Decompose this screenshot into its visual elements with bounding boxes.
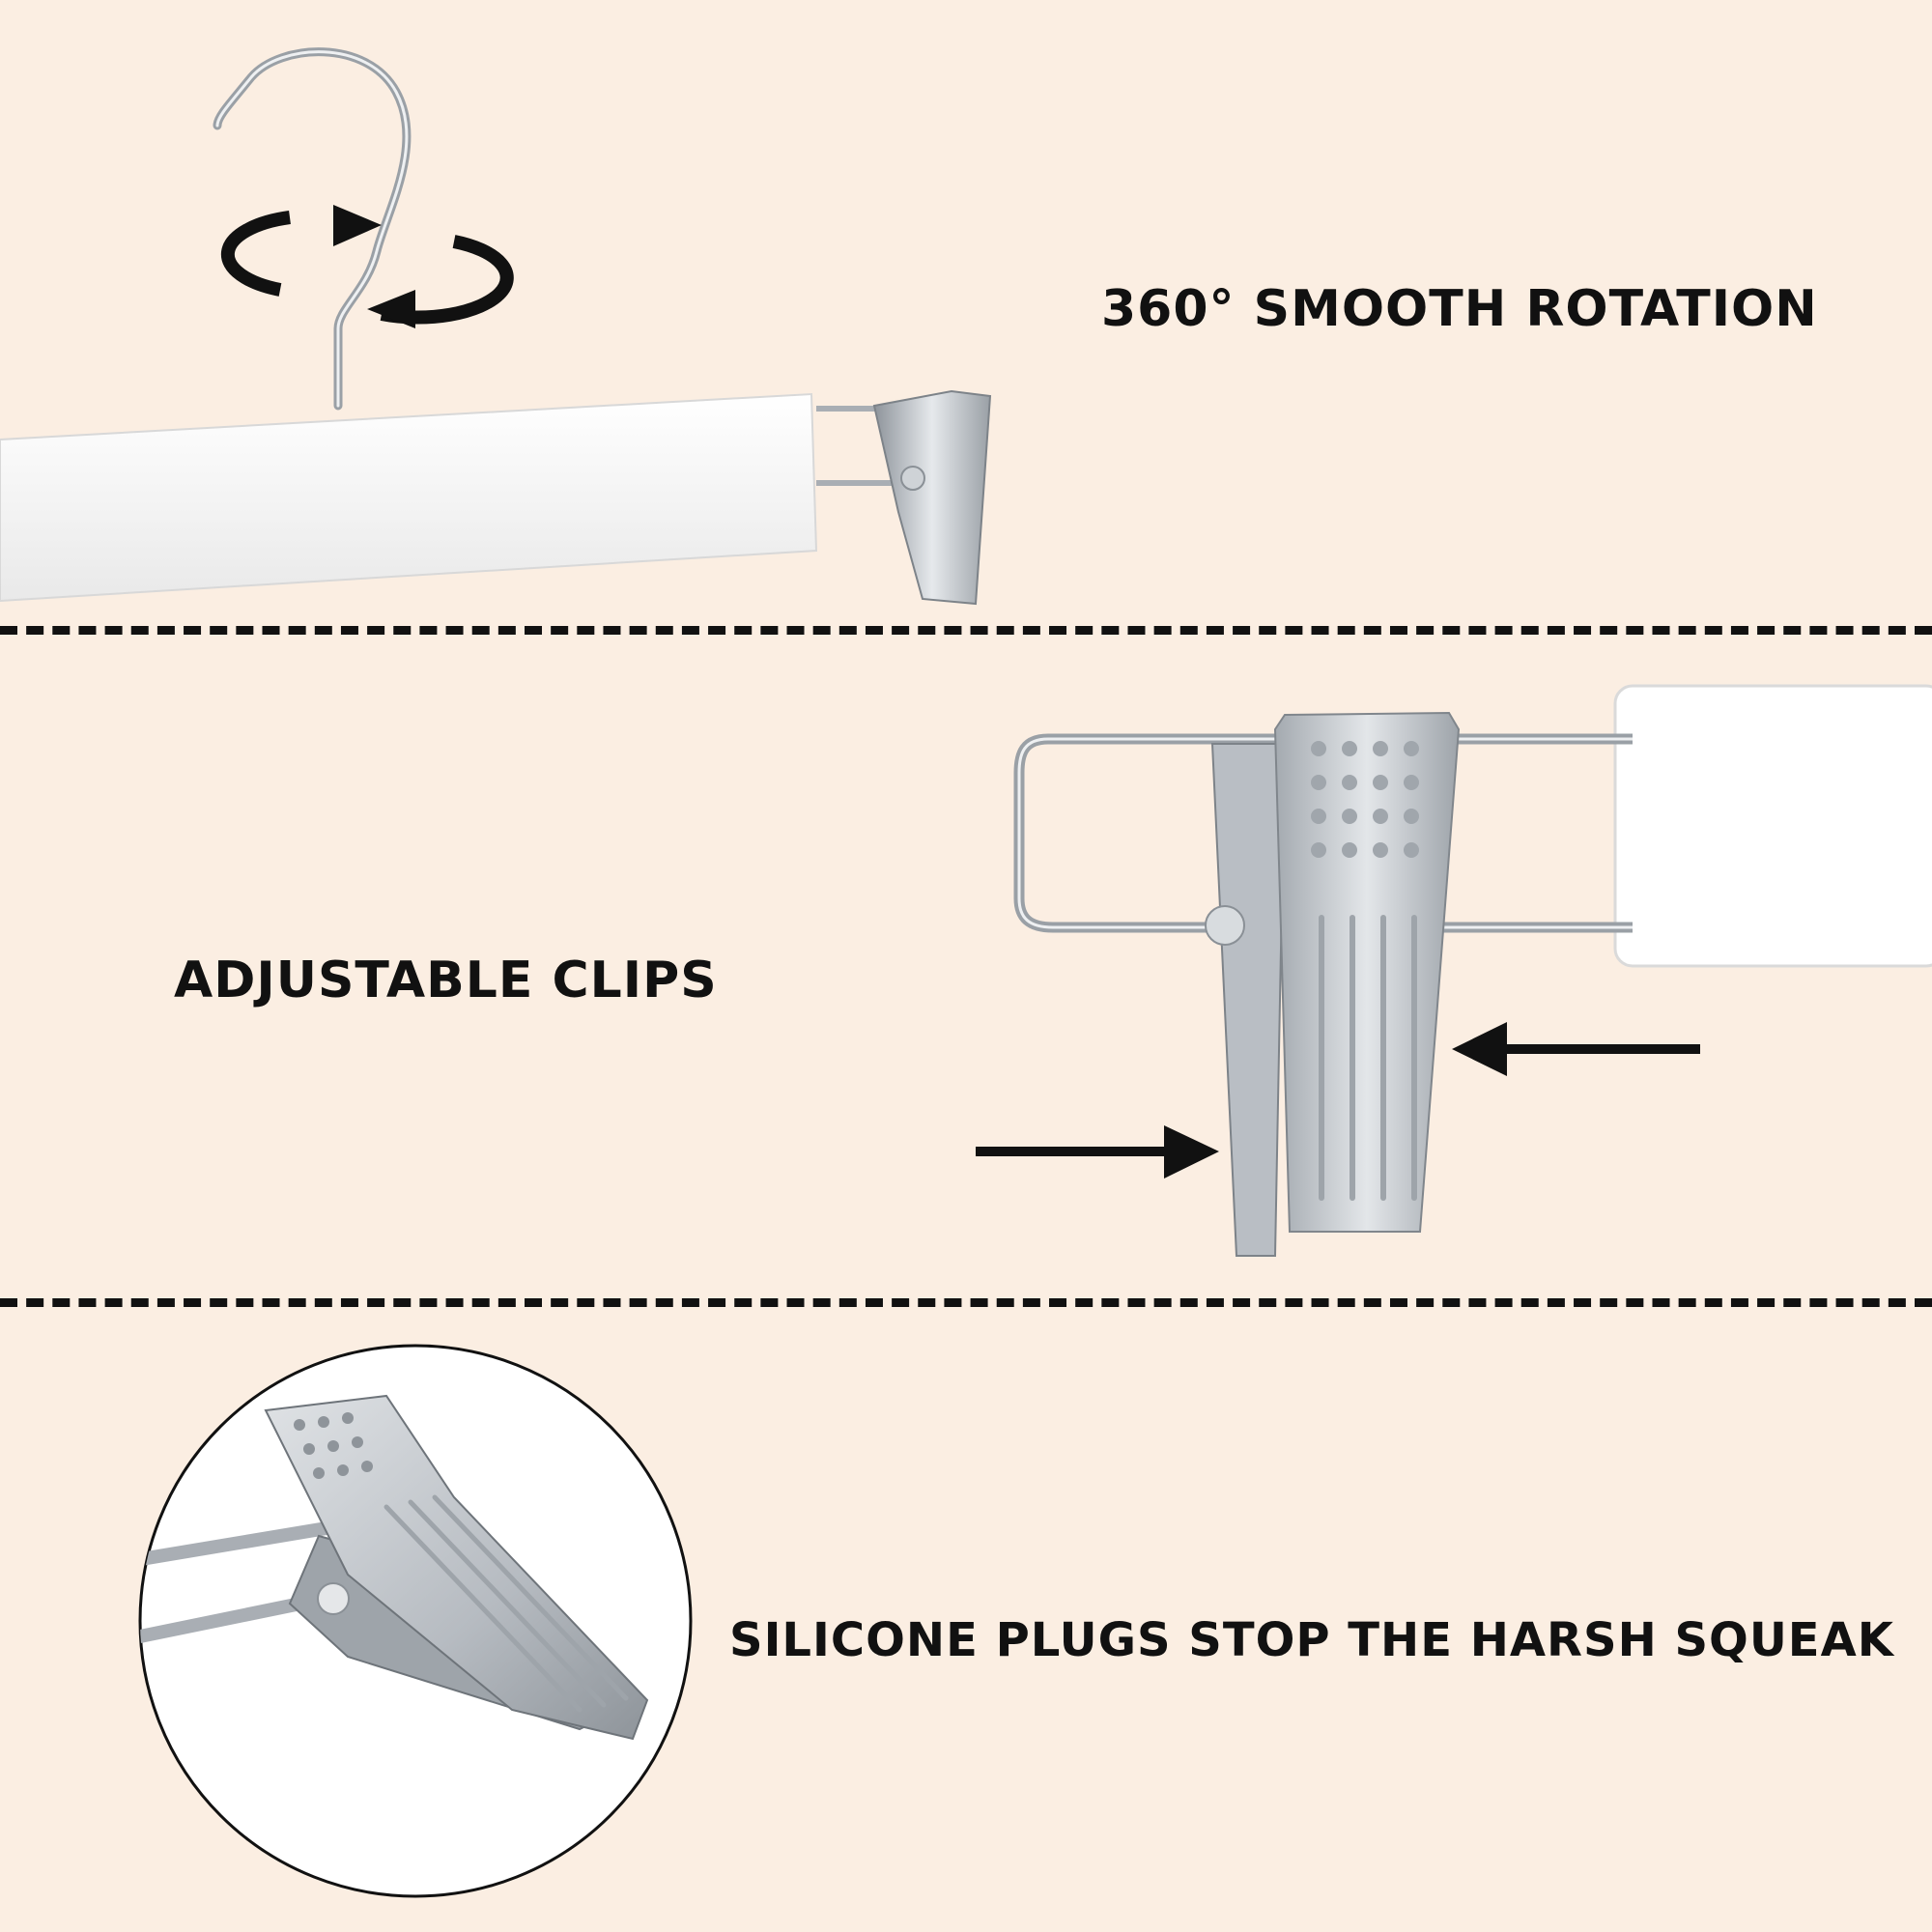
- clip-front: [1273, 711, 1461, 1233]
- plug-closeup-illustration: [138, 1344, 693, 1898]
- rotation-feature-label: 360° SMOOTH ROTATION: [1101, 280, 1818, 338]
- divider-top: [0, 626, 1932, 635]
- clip-closeup-illustration: [976, 684, 1932, 1257]
- rotation-arrows-icon: [220, 205, 514, 328]
- divider-bottom: [0, 1298, 1932, 1307]
- hanger-top-illustration: [0, 47, 992, 606]
- clips-feature-label: ADJUSTABLE CLIPS: [174, 952, 718, 1009]
- silicone-plug-closeup: [317, 1582, 350, 1615]
- squeeze-arrow-left-icon: [976, 1125, 1219, 1179]
- plugs-panel: SILICONE PLUGS STOP THE HARSH SQUEAK: [0, 1314, 1932, 1932]
- clip-top: [816, 389, 992, 606]
- rotation-panel: 360° SMOOTH ROTATION: [0, 0, 1932, 618]
- plugs-feature-label: SILICONE PLUGS STOP THE HARSH SQUEAK: [729, 1613, 1894, 1667]
- squeeze-arrow-right-icon: [1452, 1022, 1700, 1076]
- clips-panel: ADJUSTABLE CLIPS: [0, 638, 1932, 1294]
- silicone-plug: [1205, 905, 1245, 946]
- hanger-end: [1613, 684, 1932, 968]
- hanger-bar: [0, 392, 818, 603]
